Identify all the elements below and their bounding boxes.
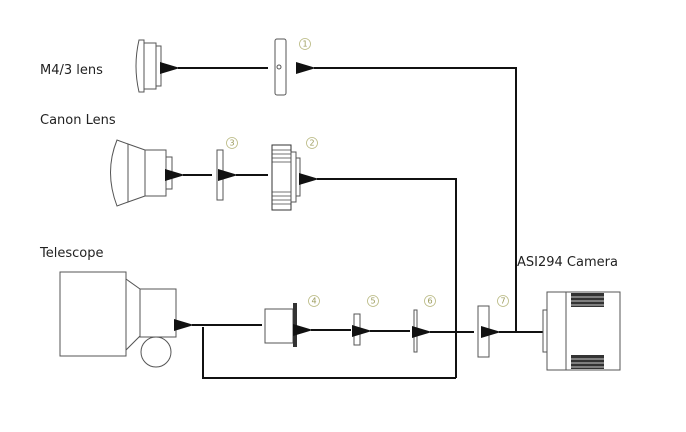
canon-lens-label: Canon Lens: [40, 113, 116, 128]
camera-to-m43-line: [296, 62, 517, 332]
part-2-adapter: [271, 144, 301, 211]
asi294-camera: [542, 291, 621, 371]
telescope: [59, 271, 177, 368]
part-3-adapter: [216, 149, 224, 201]
part-7-adapter: [477, 305, 490, 358]
part-number-1: 1: [302, 40, 307, 49]
part-number-3: 3: [229, 139, 234, 148]
loop-line: [202, 327, 456, 379]
loop-to-canon-line: [299, 173, 457, 378]
telescope-label: Telescope: [39, 246, 103, 261]
part-number-2: 2: [309, 139, 314, 148]
camera-label: ASI294 Camera: [517, 255, 618, 270]
part-5-adapter: [353, 313, 361, 346]
canon-lens: [110, 139, 173, 207]
m43-lens: [135, 39, 162, 93]
part-1-adapter: [274, 38, 287, 96]
part-4-adapter: [264, 303, 297, 347]
part-6-adapter: [413, 309, 418, 353]
m43-lens-label: M4/3 lens: [40, 63, 103, 78]
part-number-6: 6: [427, 297, 432, 306]
part-number-4: 4: [311, 297, 316, 306]
part-number-7: 7: [500, 297, 505, 306]
part-number-5: 5: [370, 297, 375, 306]
